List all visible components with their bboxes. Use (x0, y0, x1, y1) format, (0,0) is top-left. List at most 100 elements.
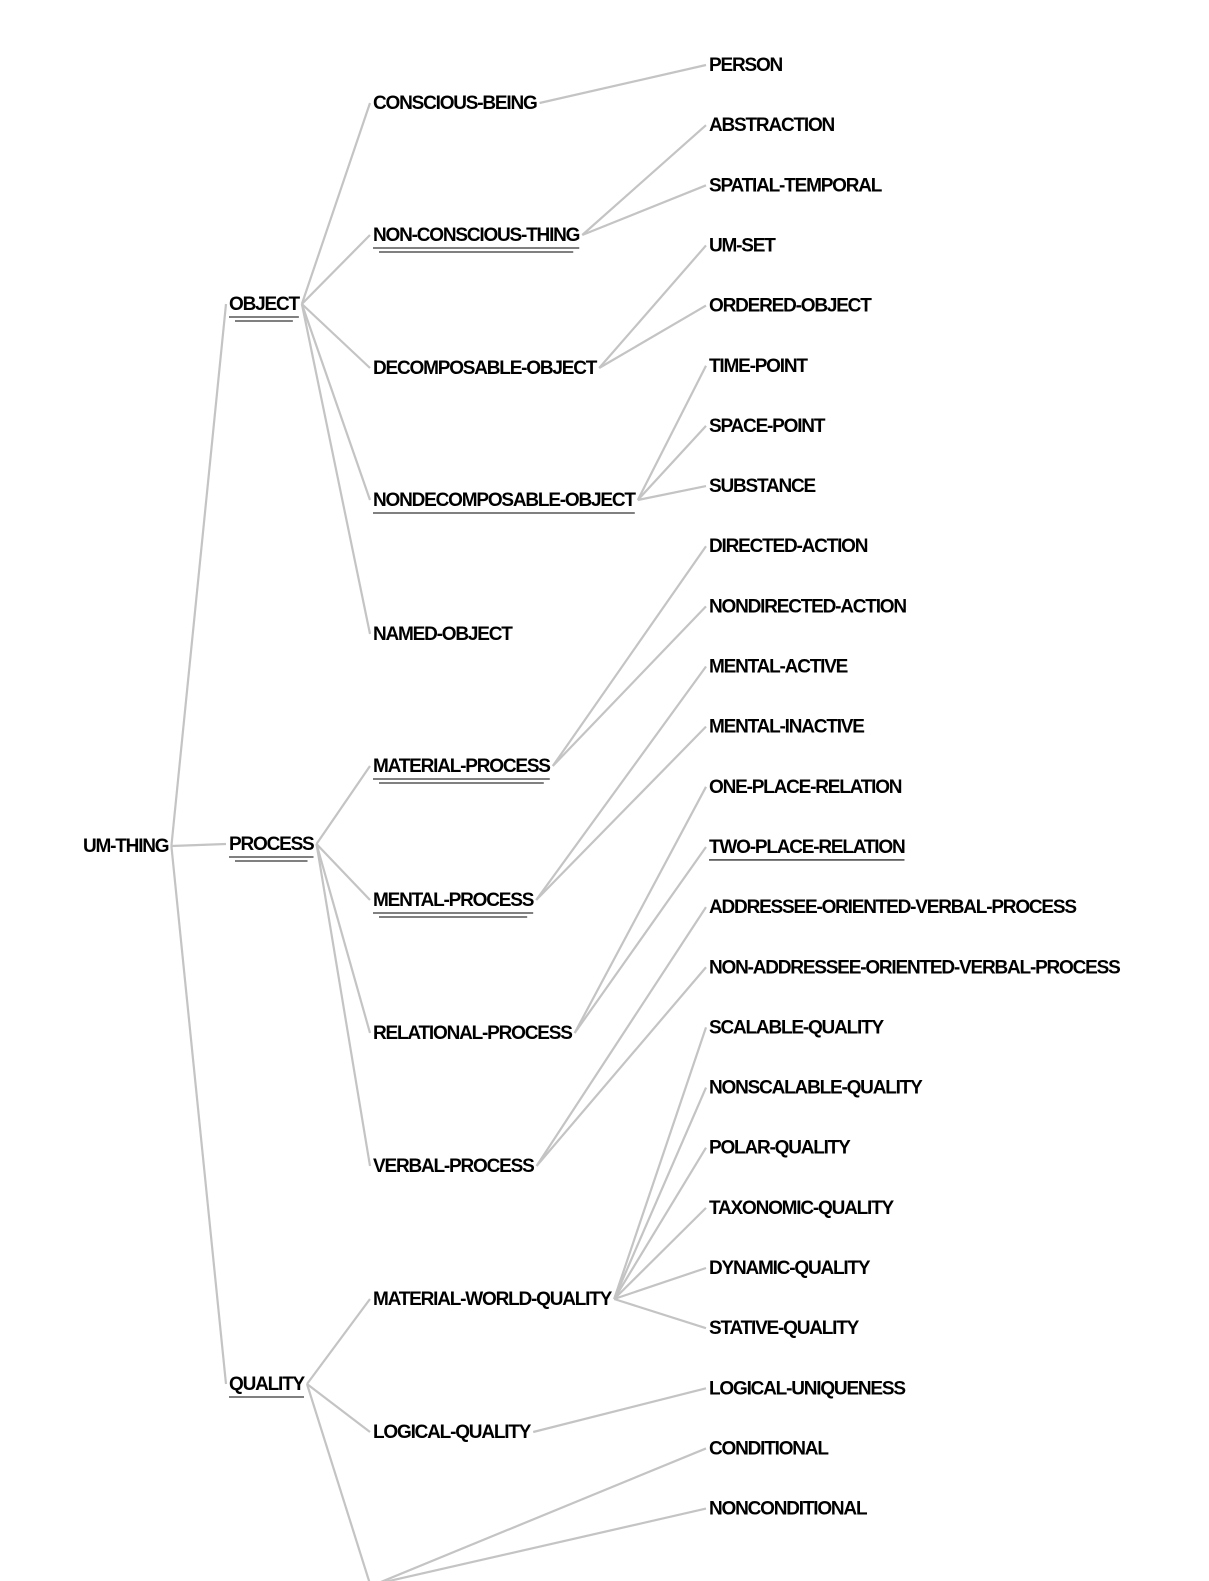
node-dynamic-quality: DYNAMIC-QUALITY (709, 1258, 872, 1279)
node-scalable-quality-label: SCALABLE-QUALITY (709, 1017, 884, 1038)
edge-conscious-being-to-person (539, 63, 707, 105)
edge-object-to-decomposable-object (301, 303, 371, 369)
node-non-addressee-oriented-verbal-process: NON-ADDRESSEE-ORIENTED-VERBAL-PROCESS (709, 957, 1121, 978)
edge-non-conscious-thing-to-spatial-temporal (581, 184, 707, 237)
edge-third-quality-to-conditional (380, 1447, 707, 1581)
node-scalable-quality: SCALABLE-QUALITY (709, 1017, 886, 1038)
node-conscious-being-label: CONSCIOUS-BEING (373, 93, 537, 114)
node-named-object: NAMED-OBJECT (373, 624, 514, 645)
node-logical-quality: LOGICAL-QUALITY (373, 1422, 533, 1443)
node-person: PERSON (709, 55, 784, 76)
node-substance: SUBSTANCE (709, 476, 817, 497)
node-nonscalable-quality: NONSCALABLE-QUALITY (709, 1078, 924, 1099)
node-material-process-label: MATERIAL-PROCESS (373, 756, 550, 777)
node-spatial-temporal-label: SPATIAL-TEMPORAL (709, 175, 883, 196)
edge-quality-to-material-world-quality (306, 1298, 371, 1385)
node-named-object-label: NAMED-OBJECT (373, 624, 513, 645)
edge-relational-process-to-two-place-relation (573, 846, 707, 1034)
node-logical-uniqueness: LOGICAL-UNIQUENESS (709, 1378, 907, 1399)
edge-material-world-quality-to-polar-quality (613, 1147, 707, 1300)
edge-process-to-material-process (315, 765, 371, 845)
edge-object-to-named-object (300, 303, 372, 635)
node-taxonomic-quality: TAXONOMIC-QUALITY (709, 1198, 896, 1219)
node-mental-active-label: MENTAL-ACTIVE (709, 657, 848, 678)
edge-material-process-to-directed-action (551, 545, 707, 767)
edge-material-world-quality-to-dynamic-quality (613, 1266, 707, 1301)
node-dynamic-quality-label: DYNAMIC-QUALITY (709, 1258, 871, 1279)
node-mental-inactive: MENTAL-INACTIVE (709, 717, 865, 738)
node-substance-label: SUBSTANCE (709, 476, 816, 497)
node-addressee-oriented-verbal-process: ADDRESSEE-ORIENTED-VERBAL-PROCESS (709, 897, 1078, 918)
edge-verbal-process-to-non-addressee-oriented-verbal-process (535, 966, 707, 1167)
edge-material-world-quality-to-scalable-quality (613, 1027, 708, 1300)
node-logical-quality-label: LOGICAL-QUALITY (373, 1422, 532, 1443)
node-ordered-object-label: ORDERED-OBJECT (709, 296, 872, 317)
edge-material-world-quality-to-stative-quality (613, 1297, 707, 1330)
edge-object-to-non-conscious-thing (301, 234, 371, 305)
node-relational-process-label: RELATIONAL-PROCESS (373, 1023, 572, 1044)
edge-material-world-quality-to-taxonomic-quality (613, 1207, 707, 1300)
node-object-label: OBJECT (229, 294, 300, 315)
edge-quality-to-logical-quality (306, 1383, 371, 1433)
node-mental-active: MENTAL-ACTIVE (709, 657, 849, 678)
edge-nondecomposable-object-to-substance (637, 484, 707, 502)
node-nondecomposable-object-label: NONDECOMPOSABLE-OBJECT (373, 490, 636, 511)
node-material-process: MATERIAL-PROCESS (373, 756, 552, 784)
node-abstraction-label: ABSTRACTION (709, 115, 835, 136)
node-conditional: CONDITIONAL (709, 1438, 831, 1459)
edge-verbal-process-to-addressee-oriented-verbal-process (535, 906, 707, 1167)
edge-um-thing-to-quality (170, 845, 228, 1385)
edge-decomposable-object-to-ordered-object (598, 304, 707, 369)
node-polar-quality-label: POLAR-QUALITY (709, 1138, 851, 1159)
node-um-set-label: UM-SET (709, 235, 776, 256)
node-stative-quality-label: STATIVE-QUALITY (709, 1318, 860, 1339)
node-um-set: UM-SET (709, 235, 777, 256)
node-decomposable-object-label: DECOMPOSABLE-OBJECT (373, 358, 598, 379)
node-space-point: SPACE-POINT (709, 416, 827, 437)
node-nonscalable-quality-label: NONSCALABLE-QUALITY (709, 1078, 923, 1099)
edge-material-process-to-nondirected-action (552, 605, 707, 767)
node-non-addressee-oriented-verbal-process-label: NON-ADDRESSEE-ORIENTED-VERBAL-PROCESS (709, 957, 1120, 978)
edge-non-conscious-thing-to-abstraction (581, 124, 707, 236)
node-two-place-relation: TWO-PLACE-RELATION (709, 837, 906, 861)
node-process-label: PROCESS (229, 834, 314, 855)
node-conditional-label: CONDITIONAL (709, 1438, 829, 1459)
edge-um-thing-to-object (170, 303, 228, 847)
node-one-place-relation: ONE-PLACE-RELATION (709, 777, 903, 798)
edge-mental-process-to-mental-inactive (535, 725, 707, 901)
node-quality: QUALITY (229, 1374, 307, 1398)
node-directed-action: DIRECTED-ACTION (709, 536, 869, 557)
edge-material-world-quality-to-nonscalable-quality (613, 1087, 708, 1300)
node-logical-uniqueness-label: LOGICAL-UNIQUENESS (709, 1378, 905, 1399)
edge-quality-to-third-quality (305, 1383, 371, 1581)
edge-process-to-verbal-process (315, 843, 372, 1167)
node-object: OBJECT (229, 294, 302, 322)
node-stative-quality: STATIVE-QUALITY (709, 1318, 861, 1339)
node-one-place-relation-label: ONE-PLACE-RELATION (709, 777, 902, 798)
node-nonconditional-label: NONCONDITIONAL (709, 1499, 868, 1520)
edge-relational-process-to-one-place-relation (573, 786, 707, 1034)
node-relational-process: RELATIONAL-PROCESS (373, 1023, 573, 1044)
node-non-conscious-thing: NON-CONSCIOUS-THING (373, 225, 581, 253)
node-space-point-label: SPACE-POINT (709, 416, 826, 437)
node-time-point: TIME-POINT (709, 356, 810, 377)
node-directed-action-label: DIRECTED-ACTION (709, 536, 868, 557)
edge-mental-process-to-mental-active (535, 665, 707, 901)
node-mental-inactive-label: MENTAL-INACTIVE (709, 717, 864, 738)
node-decomposable-object: DECOMPOSABLE-OBJECT (373, 358, 599, 379)
node-nonconditional: NONCONDITIONAL (709, 1499, 869, 1520)
node-um-thing: UM-THING (83, 836, 170, 857)
edge-object-to-nondecomposable-object (300, 303, 372, 501)
edge-um-thing-to-process (171, 842, 227, 848)
node-process: PROCESS (229, 834, 315, 862)
edge-object-to-conscious-being (300, 102, 372, 305)
edge-decomposable-object-to-um-set (598, 244, 707, 369)
node-time-point-label: TIME-POINT (709, 356, 808, 377)
node-nondirected-action-label: NONDIRECTED-ACTION (709, 596, 906, 617)
node-nondirected-action: NONDIRECTED-ACTION (709, 596, 908, 617)
node-material-world-quality-label: MATERIAL-WORLD-QUALITY (373, 1289, 613, 1310)
edge-process-to-mental-process (315, 843, 371, 901)
node-material-world-quality: MATERIAL-WORLD-QUALITY (373, 1289, 614, 1310)
node-conscious-being: CONSCIOUS-BEING (373, 93, 538, 114)
